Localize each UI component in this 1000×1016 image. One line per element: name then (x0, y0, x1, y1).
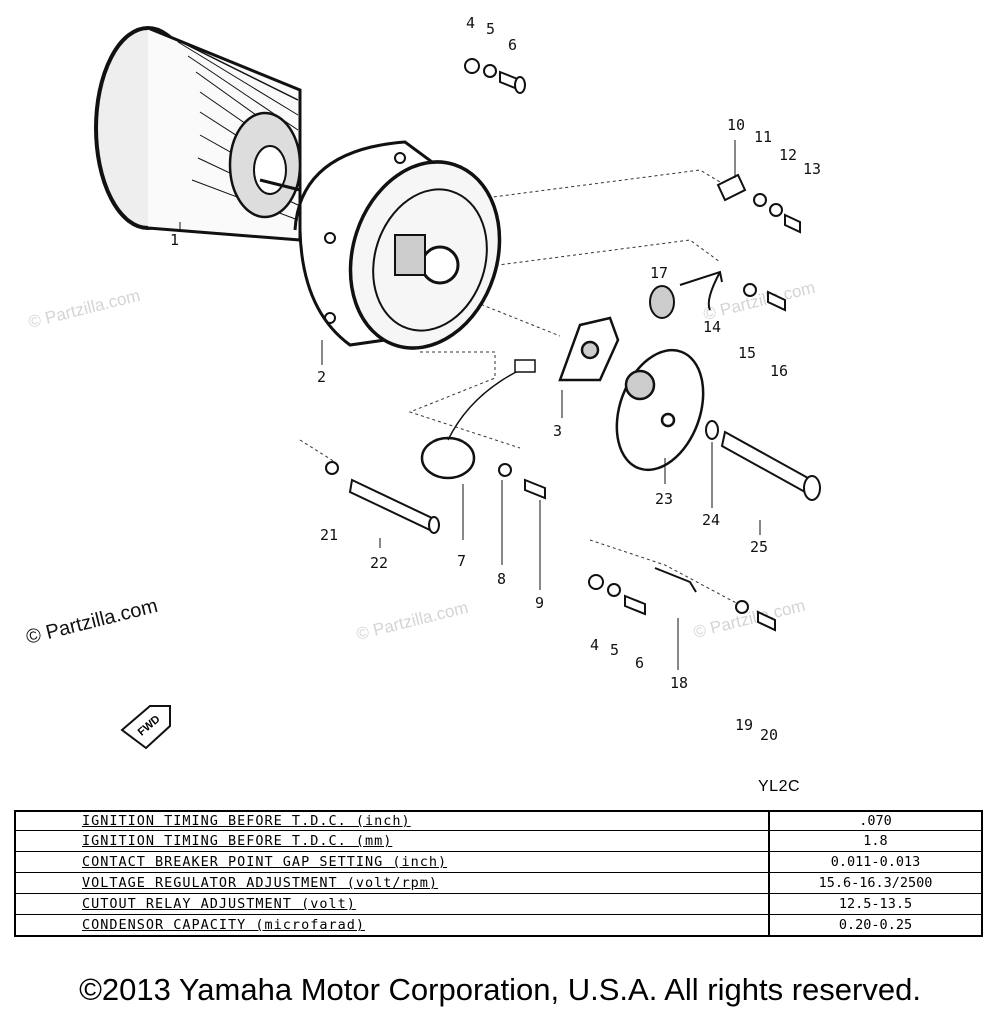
long-bolt (705, 420, 821, 501)
callout-11: 11 (754, 128, 772, 146)
long-screw-21-22 (325, 461, 440, 534)
table-row: CONTACT BREAKER POINT GAP SETTING (inch)… (14, 851, 983, 873)
table-row: IGNITION TIMING BEFORE T.D.C. (mm) 1.8 (14, 830, 983, 852)
callout-8: 8 (497, 570, 506, 588)
callout-5-top: 5 (486, 20, 495, 38)
callout-21: 21 (320, 526, 338, 544)
callout-3: 3 (553, 422, 562, 440)
callout-14: 14 (703, 318, 721, 336)
callout-25: 25 (750, 538, 768, 556)
callout-10: 10 (727, 116, 745, 134)
spec-value: 12.5-13.5 (768, 893, 983, 915)
callout-23: 23 (655, 490, 673, 508)
specification-table: IGNITION TIMING BEFORE T.D.C. (inch) .07… (14, 810, 983, 937)
spec-value: 15.6-16.3/2500 (768, 872, 983, 894)
watermark-partzilla: © Partzilla.com (24, 595, 160, 649)
spec-value: 0.011-0.013 (768, 851, 983, 873)
callout-1: 1 (170, 231, 179, 249)
spec-value: 0.20-0.25 (768, 914, 983, 937)
spec-label: CUTOUT RELAY ADJUSTMENT (volt) (82, 896, 356, 912)
spec-label: VOLTAGE REGULATOR ADJUSTMENT (volt/rpm) (82, 875, 438, 891)
fwd-arrow: FWD (120, 705, 171, 750)
callout-18: 18 (670, 674, 688, 692)
callout-17: 17 (650, 264, 668, 282)
table-row: VOLTAGE REGULATOR ADJUSTMENT (volt/rpm) … (14, 872, 983, 894)
callout-22: 22 (370, 554, 388, 572)
spec-value: .070 (768, 810, 983, 831)
callout-2: 2 (317, 368, 326, 386)
watermark: © Partzilla.com (691, 596, 807, 642)
screw-set-top (464, 58, 526, 94)
callout-leaders (179, 140, 761, 670)
leader-lines (299, 169, 741, 606)
spec-label: IGNITION TIMING BEFORE T.D.C. (mm) (82, 833, 393, 849)
exploded-parts-diagram: © Partzilla.com © Partzilla.com © Partzi… (24, 14, 821, 750)
condenser (420, 359, 536, 480)
callout-20: 20 (760, 726, 778, 744)
callout-24: 24 (702, 511, 720, 529)
table-row: CONDENSOR CAPACITY (microfarad) 0.20-0.2… (14, 914, 983, 937)
callout-7: 7 (457, 552, 466, 570)
bracket-set (716, 173, 801, 234)
callout-numbers: 1 2 3 4 5 6 7 8 9 10 11 12 13 14 15 16 1… (170, 14, 821, 744)
callout-4-top: 4 (466, 14, 475, 32)
callout-4-bottom: 4 (590, 636, 599, 654)
callout-16: 16 (770, 362, 788, 380)
callout-6-bottom: 6 (635, 654, 644, 672)
base-plate (615, 348, 705, 472)
copyright-notice: ©2013 Yamaha Motor Corporation, U.S.A. A… (79, 972, 921, 1007)
model-code: YL2C (758, 778, 801, 795)
watermark: © Partzilla.com (701, 278, 817, 324)
callout-5-bottom: 5 (610, 641, 619, 659)
spec-label: CONTACT BREAKER POINT GAP SETTING (inch) (82, 854, 448, 870)
watermark: © Partzilla.com (354, 598, 470, 644)
spec-label: CONDENSOR CAPACITY (microfarad) (82, 917, 365, 933)
cam-lead-set (649, 270, 786, 319)
callout-9: 9 (535, 594, 544, 612)
stator-housing (293, 140, 502, 350)
callout-6-top: 6 (508, 36, 517, 54)
callout-13: 13 (803, 160, 821, 178)
table-row: IGNITION TIMING BEFORE T.D.C. (inch) .07… (14, 810, 983, 831)
washer-screw-8-9 (498, 463, 546, 500)
spec-label: IGNITION TIMING BEFORE T.D.C. (inch) (82, 813, 411, 829)
screw-set-bottom (588, 567, 776, 632)
callout-19: 19 (735, 716, 753, 734)
watermark: © Partzilla.com (26, 286, 142, 332)
contact-breaker-plate (558, 316, 620, 382)
rotor-armature (94, 26, 302, 242)
callout-15: 15 (738, 344, 756, 362)
table-row: CUTOUT RELAY ADJUSTMENT (volt) 12.5-13.5 (14, 893, 983, 915)
callout-12: 12 (779, 146, 797, 164)
spec-value: 1.8 (768, 830, 983, 852)
